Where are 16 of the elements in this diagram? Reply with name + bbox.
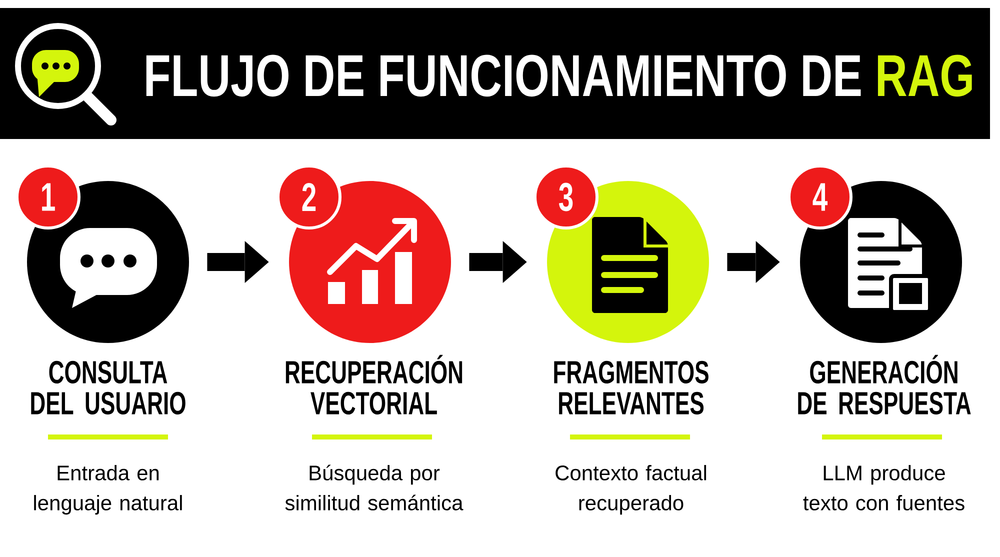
step-heading: CONSULTA DEL USUARIO — [31, 360, 186, 415]
number-badge: 1 — [16, 164, 80, 230]
number-badge: 3 — [534, 164, 598, 230]
arrow — [727, 241, 780, 283]
number-badge: 4 — [788, 164, 853, 230]
step-description: LLM produce texto con fuentes — [803, 465, 964, 510]
step-heading: GENERACIÓN DE RESPUESTA — [798, 354, 971, 415]
step-description: Contexto factual recuperado — [556, 465, 706, 515]
title: FLUJO DE FUNCIONAMIENTO DE RAG — [146, 54, 972, 97]
step-description: Entrada en lenguaje natural — [34, 465, 182, 515]
arrow — [469, 241, 527, 283]
step-heading: FRAGMENTOS RELEVANTES — [554, 360, 708, 415]
step-description: Búsqueda por similitud semántica — [285, 464, 464, 510]
step-heading: RECUPERACIÓN VECTORIAL — [286, 354, 462, 415]
arrow — [207, 241, 269, 283]
number-badge: 2 — [276, 164, 342, 230]
